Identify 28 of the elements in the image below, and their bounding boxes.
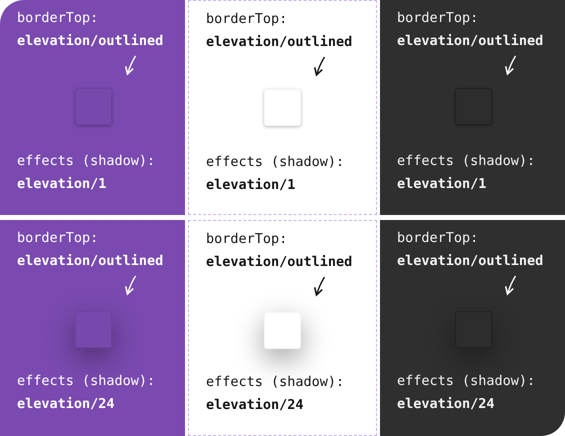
caption-text: effects (shadow): elevation/24: [17, 372, 156, 414]
panel: [380, 0, 565, 215]
caption-text: effects (shadow): elevation/1: [17, 152, 156, 194]
elevation-square: [75, 311, 112, 348]
arrow: [314, 56, 326, 76]
panel: [0, 220, 185, 436]
label-text: borderTop: elevation/outlined: [17, 227, 164, 273]
label-text: borderTop: elevation/outlined: [397, 227, 544, 273]
label-text: borderTop: elevation/outlined: [206, 8, 352, 54]
arrow: [505, 276, 516, 295]
label-text: borderTop: elevation/outlined: [17, 7, 164, 53]
label-text: borderTop: elevation/outlined: [206, 228, 352, 274]
arrow: [314, 276, 326, 296]
arrow: [125, 56, 136, 75]
arrow: [125, 276, 136, 295]
label-text: borderTop: elevation/outlined: [397, 7, 544, 53]
panel: [188, 220, 377, 436]
elevation-square: [264, 89, 301, 126]
caption-text: effects (shadow): elevation/1: [206, 153, 344, 195]
caption-text: effects (shadow): elevation/24: [206, 373, 344, 415]
caption-text: effects (shadow): elevation/24: [397, 372, 536, 414]
elevation-square: [75, 88, 112, 125]
elevation-square: [264, 312, 301, 349]
panel: [0, 0, 185, 215]
arrow: [505, 56, 516, 75]
panel: [380, 220, 565, 436]
caption-text: effects (shadow): elevation/1: [397, 152, 536, 194]
panel: [188, 0, 377, 215]
